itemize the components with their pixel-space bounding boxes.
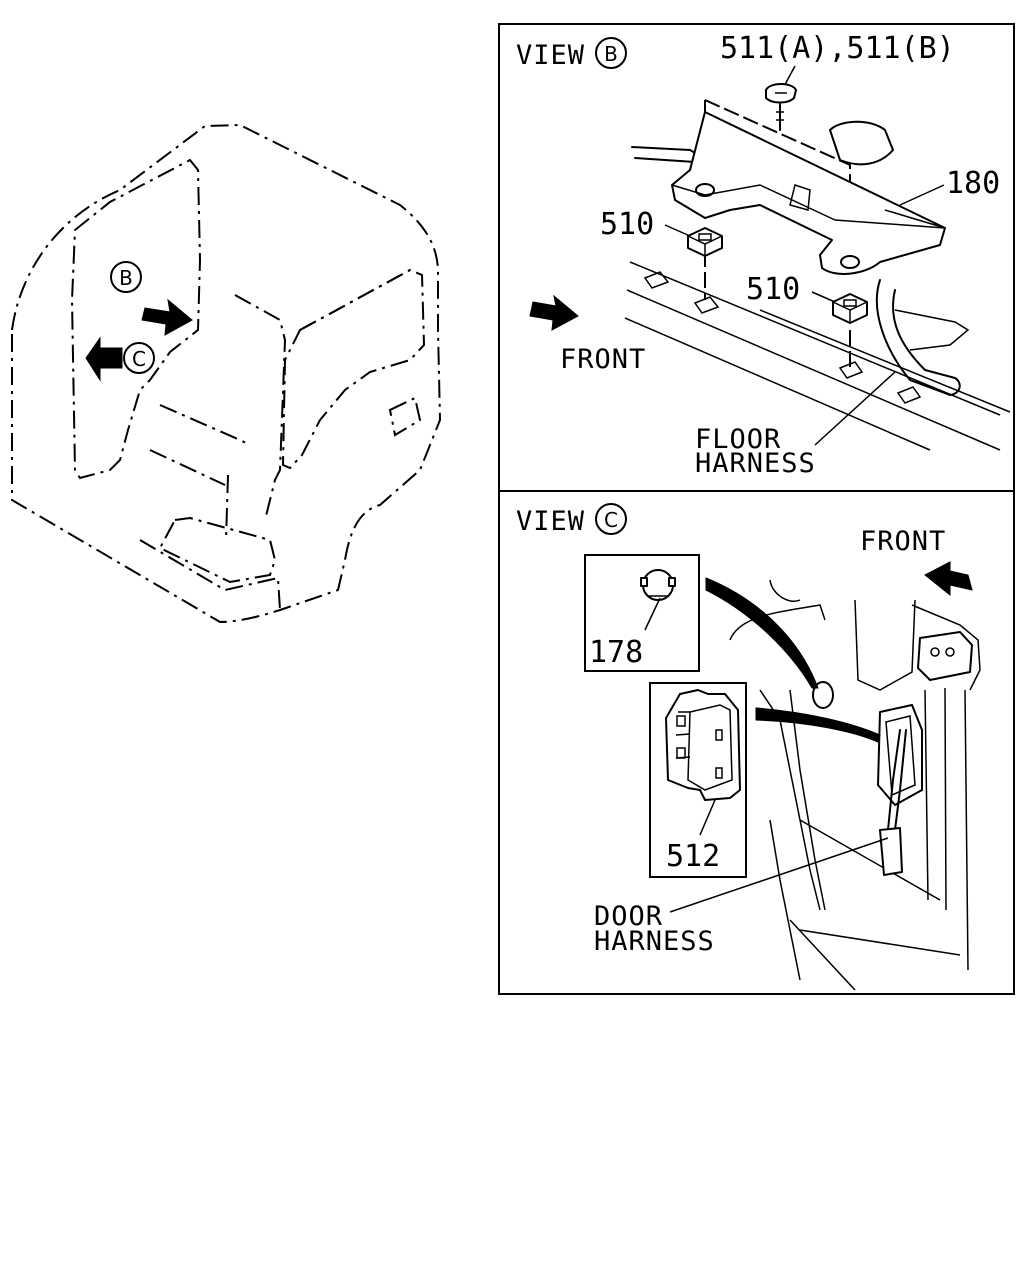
door-harness-line2: HARNESS xyxy=(594,926,715,957)
clip-512-icon xyxy=(665,689,741,801)
part-178-label: 178 xyxy=(589,635,643,670)
overview-marker-c: C xyxy=(132,347,146,371)
door-harness-line1: DOOR xyxy=(594,901,663,932)
part-511-label: 511(A),511(B) xyxy=(720,31,955,66)
view-b-front-label: FRONT xyxy=(560,344,646,375)
front-arrow-c-icon xyxy=(924,561,973,597)
screw-511-icon xyxy=(765,83,797,131)
view-c-marker-circle xyxy=(595,503,627,535)
view-b-marker-circle xyxy=(595,37,627,69)
view-c-panel: VIEW C FRONT xyxy=(498,490,1015,995)
front-arrow-b-icon xyxy=(529,294,579,331)
view-c-frame xyxy=(498,490,1015,995)
part-510-left-label: 510 xyxy=(600,207,654,242)
view-b-title-marker: B xyxy=(604,42,618,66)
floor-harness-line1: FLOOR xyxy=(695,424,781,455)
bracket-180 xyxy=(671,111,946,275)
arrow-b-icon xyxy=(141,298,193,336)
view-b-title: VIEW xyxy=(516,40,585,71)
marker-c-circle xyxy=(123,342,155,374)
cab-overview: B C xyxy=(11,123,442,624)
view-b-panel: VIEW B 511(A),511(B) xyxy=(498,23,1015,492)
part-512-label: 512 xyxy=(666,839,720,874)
view-b-frame xyxy=(498,23,1015,492)
view-c-title: VIEW xyxy=(516,506,585,537)
clip-510-right-icon xyxy=(832,293,868,324)
part-510-right-label: 510 xyxy=(746,272,800,307)
clip-178-icon xyxy=(640,569,676,601)
view-c-front-label: FRONT xyxy=(860,526,946,557)
view-c-title-marker: C xyxy=(604,508,618,532)
overview-marker-b: B xyxy=(119,266,133,290)
part-180-label: 180 xyxy=(946,166,1000,201)
floor-harness-line2: HARNESS xyxy=(695,448,816,479)
inset-178 xyxy=(584,554,700,672)
arrow-c-icon xyxy=(85,336,123,382)
marker-b-circle xyxy=(110,261,142,293)
clip-510-left-icon xyxy=(687,227,723,257)
